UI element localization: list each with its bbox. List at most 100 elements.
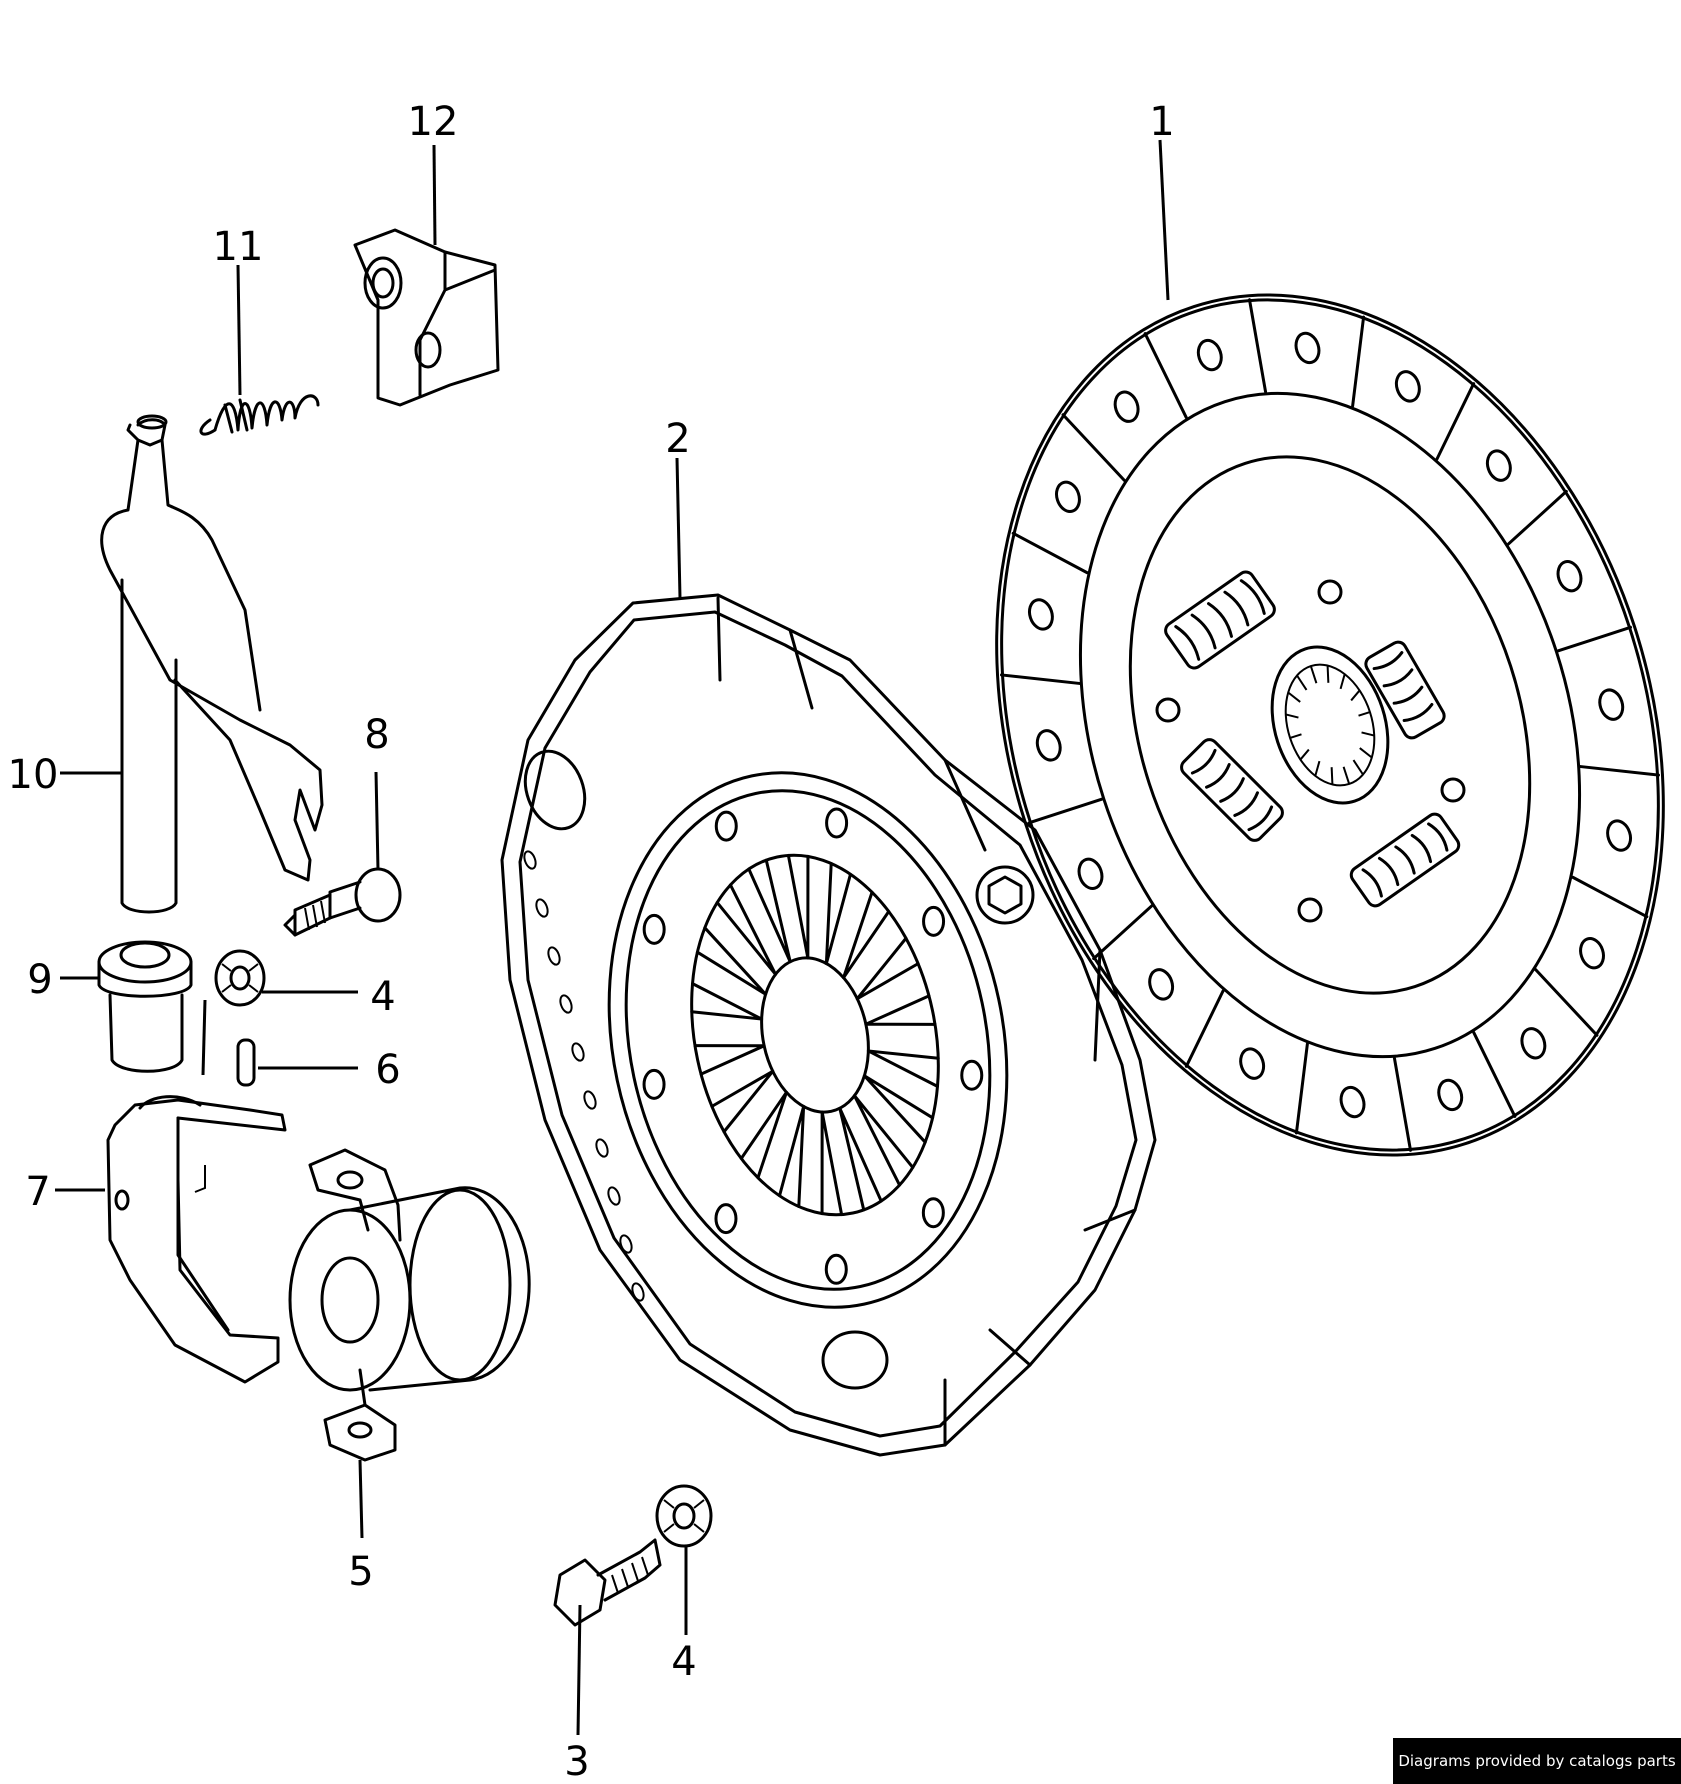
cover-hole bbox=[921, 1197, 945, 1229]
rivet-hole bbox=[1196, 338, 1223, 372]
clutch-disc bbox=[995, 293, 1665, 1157]
diaphragm-finger bbox=[710, 1069, 775, 1134]
rivet-hole bbox=[1055, 480, 1081, 513]
callout-2: 2 bbox=[665, 416, 690, 462]
diaphragm-finger bbox=[824, 861, 852, 966]
rim-slot bbox=[547, 946, 561, 966]
diaphragm-finger bbox=[862, 1074, 935, 1144]
friction-segment-divider bbox=[1248, 298, 1268, 394]
hub-spline bbox=[1350, 689, 1361, 702]
hub-spline bbox=[1330, 767, 1334, 785]
diaphragm-finger bbox=[690, 982, 764, 1021]
cover-hole bbox=[825, 807, 849, 839]
hub-spline bbox=[1361, 731, 1375, 737]
friction-segment-divider bbox=[1579, 765, 1660, 777]
rim-slot bbox=[571, 1042, 585, 1062]
friction-segment-divider bbox=[1061, 413, 1126, 482]
cover-hole bbox=[714, 1203, 738, 1235]
cover-hole bbox=[642, 913, 666, 945]
friction-segment-divider bbox=[1435, 382, 1476, 461]
hub-spline bbox=[1352, 759, 1364, 776]
leader-lines bbox=[55, 139, 1170, 1736]
diaphragm-finger bbox=[747, 858, 792, 964]
hex-nut-upper bbox=[214, 949, 266, 1007]
diaphragm-finger bbox=[852, 1094, 915, 1187]
hub-spline bbox=[1359, 747, 1373, 759]
diaphragm-finger bbox=[778, 1104, 806, 1208]
hub-spline bbox=[1342, 766, 1351, 785]
rivet-hole bbox=[1598, 688, 1625, 721]
friction-segment-divider bbox=[1556, 625, 1633, 653]
callout-8: 8 bbox=[364, 712, 389, 758]
friction-segment-divider bbox=[1027, 797, 1104, 825]
callout-11: 11 bbox=[213, 224, 264, 270]
rivet-hole bbox=[1113, 390, 1140, 423]
fork-shaft bbox=[100, 414, 324, 914]
hub-spline bbox=[1339, 673, 1346, 690]
hex-nut-lower bbox=[655, 1484, 713, 1548]
callout-12: 12 bbox=[408, 99, 459, 145]
friction-segment-divider bbox=[1571, 875, 1649, 919]
callout-1: 1 bbox=[1149, 99, 1174, 145]
diaphragm-finger bbox=[838, 1106, 883, 1212]
rivet-hole bbox=[1485, 449, 1512, 482]
hub-spline bbox=[1358, 711, 1371, 717]
hub-spline bbox=[1285, 713, 1299, 719]
damper-springs bbox=[1155, 570, 1466, 923]
rivet-hole bbox=[1437, 1078, 1464, 1112]
friction-segment-divider bbox=[1294, 1042, 1309, 1135]
rim-slot bbox=[535, 898, 549, 918]
rivet-hole bbox=[1556, 559, 1583, 593]
release-bearing bbox=[288, 1148, 531, 1462]
diaphragm-finger bbox=[786, 853, 810, 960]
callout-labels: 1 2 3 4 5 6 4 7 8 9 10 11 12 bbox=[8, 99, 1175, 1784]
rim-slot bbox=[559, 994, 573, 1014]
cover-hole bbox=[922, 905, 946, 937]
friction-segment-divider bbox=[1143, 332, 1188, 420]
bracket bbox=[353, 228, 500, 407]
diagram-credit-banner: Diagrams provided by catalogs parts bbox=[1393, 1738, 1681, 1784]
rivet-hole bbox=[1520, 1027, 1547, 1060]
hub-spline bbox=[1314, 760, 1321, 777]
rim-slot bbox=[523, 850, 537, 870]
callout-3: 3 bbox=[564, 1739, 589, 1784]
pin bbox=[236, 1038, 256, 1087]
diaphragm-finger bbox=[693, 1044, 766, 1076]
rivet-hole bbox=[1148, 968, 1175, 1001]
rim-slot bbox=[631, 1282, 645, 1302]
rivet-hole bbox=[1035, 729, 1062, 762]
friction-segment-divider bbox=[1392, 1056, 1412, 1152]
spring bbox=[199, 394, 320, 436]
friction-segment-divider bbox=[1351, 315, 1366, 408]
rivet-hole bbox=[1339, 1085, 1366, 1119]
cover-hole bbox=[714, 810, 738, 842]
release-fork bbox=[106, 1095, 287, 1384]
friction-segment-divider bbox=[1184, 989, 1225, 1068]
hub-spline bbox=[1309, 665, 1318, 684]
friction-segment-divider bbox=[1092, 904, 1154, 961]
friction-segment-divider bbox=[1472, 1030, 1517, 1118]
rivet-hole bbox=[1239, 1047, 1266, 1080]
diaphragm-finger bbox=[842, 890, 891, 980]
callout-7: 7 bbox=[25, 1169, 50, 1215]
hub-spline bbox=[1289, 733, 1302, 739]
friction-segment-divider bbox=[1011, 531, 1089, 575]
rim-slot bbox=[607, 1186, 621, 1206]
diaphragm-finger bbox=[695, 926, 768, 996]
rivet-hole bbox=[1579, 937, 1605, 970]
friction-segment-divider bbox=[1506, 489, 1568, 546]
callout-4-lower: 4 bbox=[671, 1639, 696, 1685]
rivet-hole bbox=[1077, 857, 1104, 891]
friction-segment-divider bbox=[1000, 673, 1081, 685]
hex-bolt bbox=[553, 1538, 662, 1627]
cover-hole bbox=[824, 1253, 848, 1285]
pressure-plate bbox=[500, 593, 1157, 1457]
hub-spline bbox=[1287, 691, 1301, 703]
hub-spline bbox=[1299, 748, 1310, 761]
friction-segment-divider bbox=[1534, 968, 1599, 1037]
rim-slot bbox=[595, 1138, 609, 1158]
diaphragm-finger bbox=[820, 1110, 844, 1217]
hub-spline bbox=[1296, 674, 1308, 691]
rim-slot bbox=[583, 1090, 597, 1110]
